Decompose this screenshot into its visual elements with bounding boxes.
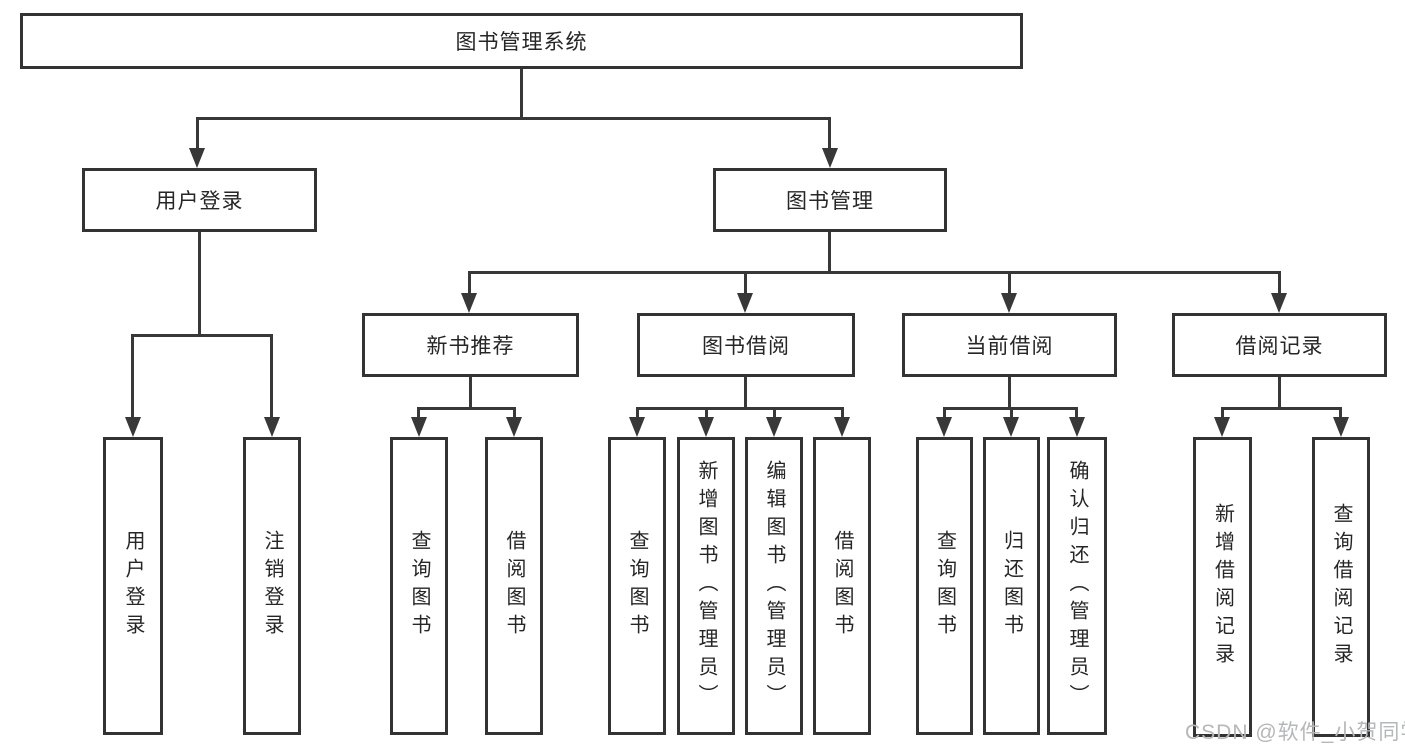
leaf-query-books-borrow: 查询图书 xyxy=(608,437,666,735)
connector-line xyxy=(417,407,420,419)
leaf-borrow-books-recommend: 借阅图书 xyxy=(485,437,543,735)
node-user-login: 用户登录 xyxy=(82,168,317,232)
connector-line xyxy=(1221,407,1342,410)
leaf-query-books-recommend: 查询图书 xyxy=(390,437,448,735)
arrowhead xyxy=(1271,293,1287,313)
arrowhead xyxy=(1001,293,1017,313)
arrowhead xyxy=(125,417,141,437)
connector-line xyxy=(1278,377,1281,408)
arrowhead xyxy=(1003,417,1019,437)
arrowhead xyxy=(189,148,205,168)
leaf-add-borrow-record: 新增借阅记录 xyxy=(1193,437,1252,737)
leaf-logout: 注销登录 xyxy=(243,437,301,735)
connector-line xyxy=(468,271,471,295)
connector-line xyxy=(1075,407,1078,419)
connector-line xyxy=(841,407,844,419)
connector-line xyxy=(1010,407,1013,419)
connector-line xyxy=(1221,407,1224,419)
arrowhead xyxy=(822,148,838,168)
arrowhead xyxy=(506,417,522,437)
arrowhead xyxy=(1214,417,1230,437)
connector-line xyxy=(196,117,831,120)
leaf-confirm-return-admin: 确认归还（管理员） xyxy=(1047,437,1107,735)
arrowhead xyxy=(766,417,782,437)
arrowhead xyxy=(461,293,477,313)
leaf-add-books-admin: 新增图书（管理员） xyxy=(677,437,735,735)
arrowhead xyxy=(1069,417,1085,437)
connector-line xyxy=(131,334,134,419)
node-library-management-system: 图书管理系统 xyxy=(20,13,1023,69)
connector-line xyxy=(1339,407,1342,419)
arrowhead xyxy=(834,417,850,437)
node-book-borrowing: 图书借阅 xyxy=(637,313,855,377)
leaf-query-books-current: 查询图书 xyxy=(916,437,973,735)
connector-line xyxy=(513,407,516,419)
connector-line xyxy=(943,407,946,419)
leaf-user-login: 用户登录 xyxy=(103,437,163,735)
csdn-watermark: CSDN @软件_小贺同学 xyxy=(1185,721,1405,744)
connector-line xyxy=(469,377,472,408)
connector-line xyxy=(636,407,639,419)
connector-line xyxy=(828,117,831,150)
connector-line xyxy=(705,407,708,419)
connector-line xyxy=(468,271,1281,274)
connector-line xyxy=(828,232,831,274)
arrowhead xyxy=(698,417,714,437)
leaf-query-borrow-record: 查询借阅记录 xyxy=(1312,437,1370,737)
node-book-management: 图书管理 xyxy=(713,168,947,232)
connector-line xyxy=(198,232,201,336)
connector-line xyxy=(270,334,273,419)
arrowhead xyxy=(936,417,952,437)
connector-line xyxy=(1278,271,1281,295)
arrowhead xyxy=(629,417,645,437)
connector-line xyxy=(636,407,844,410)
node-borrowing-records: 借阅记录 xyxy=(1172,313,1387,377)
connector-line xyxy=(1008,377,1011,408)
connector-line xyxy=(520,69,523,118)
arrowhead xyxy=(411,417,427,437)
connector-line xyxy=(196,117,199,150)
connector-line xyxy=(773,407,776,419)
leaf-borrow-books: 借阅图书 xyxy=(813,437,871,735)
node-new-book-recommendation: 新书推荐 xyxy=(362,313,579,377)
node-current-borrowing: 当前借阅 xyxy=(902,313,1117,377)
connector-line xyxy=(1008,271,1011,295)
arrowhead xyxy=(264,417,280,437)
connector-line xyxy=(131,334,273,337)
arrowhead xyxy=(1333,417,1349,437)
connector-line xyxy=(417,407,516,410)
leaf-return-books: 归还图书 xyxy=(983,437,1040,735)
connector-line xyxy=(744,271,747,295)
connector-line xyxy=(744,377,747,408)
leaf-edit-books-admin: 编辑图书（管理员） xyxy=(745,437,803,735)
arrowhead xyxy=(737,293,753,313)
